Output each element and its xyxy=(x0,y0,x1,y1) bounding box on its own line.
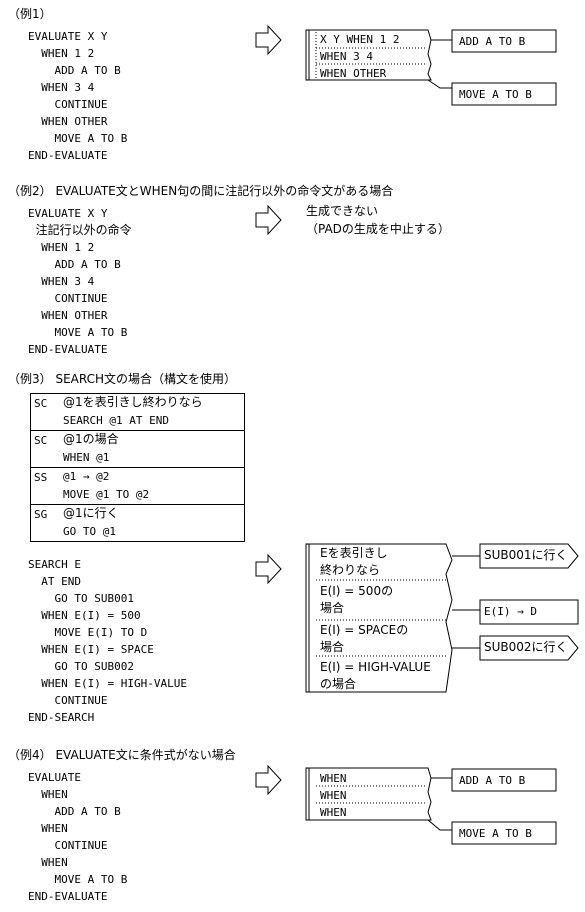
code-line: ADD A TO B xyxy=(28,805,121,818)
code-line: WHEN OTHER xyxy=(28,115,108,128)
code-line: CONTINUE xyxy=(28,694,108,707)
code-line: 注記行以外の命令 xyxy=(28,223,132,237)
pad-frame xyxy=(305,543,453,693)
code-line: WHEN xyxy=(28,788,68,801)
pad-action: E(I) → D xyxy=(484,605,537,618)
result-text: 生成できない xyxy=(306,204,379,218)
syntax-line1: @1を表引きし終わりなら xyxy=(63,395,203,409)
code-line: END-EVALUATE xyxy=(28,343,108,356)
syntax-tag: SC xyxy=(34,397,48,410)
code-line: ADD A TO B xyxy=(28,258,121,271)
syntax-tag: SG xyxy=(34,508,48,521)
code-line: WHEN xyxy=(28,856,68,869)
pad-action-box xyxy=(479,599,579,625)
pad-condition: 場合 xyxy=(320,601,345,615)
code-line: WHEN E(I) = 500 xyxy=(28,609,141,622)
pad-condition: WHEN 3 4 xyxy=(320,50,373,63)
example2-title: （例2） EVALUATE文とWHEN句の間に注記行以外の命令文がある場合 xyxy=(8,184,394,198)
arrow-icon xyxy=(255,204,282,236)
pad-condition: E(I) = 500の xyxy=(320,584,394,598)
code-line: EVALUATE xyxy=(28,771,81,784)
pad-condition: WHEN xyxy=(320,772,347,785)
example3-title: （例3） SEARCH文の場合（構文を使用） xyxy=(8,372,237,386)
pad-condition: WHEN xyxy=(320,789,347,802)
example4-title: （例4） EVALUATE文に条件式がない場合 xyxy=(8,748,236,762)
code-line: CONTINUE xyxy=(28,839,108,852)
pad-frame xyxy=(305,767,432,821)
code-line: WHEN 1 2 xyxy=(28,47,95,60)
code-line: AT END xyxy=(28,575,81,588)
code-line: MOVE E(I) TO D xyxy=(28,626,148,639)
syntax-line2: SEARCH @1 AT END xyxy=(63,414,169,427)
code-line: EVALUATE X Y xyxy=(28,207,108,220)
pad-action: ADD A TO B xyxy=(459,774,526,787)
code-line: WHEN E(I) = SPACE xyxy=(28,643,154,656)
code-line: GO TO SUB002 xyxy=(28,660,134,673)
pad-action: MOVE A TO B xyxy=(459,88,532,101)
pad-action-box xyxy=(451,821,557,845)
result-note: （PADの生成を中止する） xyxy=(306,222,450,236)
code-line: MOVE A TO B xyxy=(28,326,128,339)
pad-condition: Eを表引きし xyxy=(320,546,388,560)
syntax-row: SG @1に行く GO TO @1 xyxy=(31,505,244,541)
code-line: WHEN xyxy=(28,822,68,835)
code-line: EVALUATE X Y xyxy=(28,30,108,43)
code-line: END-EVALUATE xyxy=(28,890,108,903)
syntax-tag: SS xyxy=(34,471,48,484)
syntax-tag: SC xyxy=(34,434,48,447)
code-line: WHEN 3 4 xyxy=(28,275,95,288)
code-line: WHEN OTHER xyxy=(28,309,108,322)
code-line: END-EVALUATE xyxy=(28,149,108,162)
syntax-row: SC @1を表引きし終わりなら SEARCH @1 AT END xyxy=(31,394,244,431)
pad-action-box xyxy=(451,82,557,106)
syntax-line2: MOVE @1 TO @2 xyxy=(63,488,150,501)
syntax-line1: @1に行く xyxy=(63,506,119,520)
syntax-line2: WHEN @1 xyxy=(63,451,110,464)
pad-goto-box xyxy=(479,635,579,661)
code-line: END-SEARCH xyxy=(28,711,95,724)
pad-condition: E(I) = HIGH-VALUE xyxy=(320,660,431,674)
pad-action: SUB001に行く xyxy=(484,548,568,562)
code-line: SEARCH E xyxy=(28,558,81,571)
code-line: WHEN 1 2 xyxy=(28,241,95,254)
code-line: ADD A TO B xyxy=(28,64,121,77)
code-line: CONTINUE xyxy=(28,98,108,111)
arrow-icon xyxy=(255,764,282,796)
pad-condition: 終わりなら xyxy=(320,563,381,577)
syntax-line1: @1 → @2 xyxy=(63,470,110,483)
syntax-row: SS @1 → @2 MOVE @1 TO @2 xyxy=(31,468,244,505)
pad-condition: X Y WHEN 1 2 xyxy=(320,33,400,46)
pad-condition: 場合 xyxy=(320,640,345,654)
syntax-row: SC @1の場合 WHEN @1 xyxy=(31,431,244,468)
syntax-table: SC @1を表引きし終わりなら SEARCH @1 AT END SC @1の場… xyxy=(30,393,245,542)
syntax-line2: GO TO @1 xyxy=(63,525,116,538)
code-line: MOVE A TO B xyxy=(28,132,128,145)
pad-action-box xyxy=(451,29,557,53)
code-line: WHEN E(I) = HIGH-VALUE xyxy=(28,677,187,690)
arrow-icon xyxy=(255,553,282,585)
code-line: CONTINUE xyxy=(28,292,108,305)
pad-condition: の場合 xyxy=(320,677,357,691)
pad-condition: E(I) = SPACEの xyxy=(320,623,409,637)
example1-title: （例1） xyxy=(8,7,52,21)
syntax-line1: @1の場合 xyxy=(63,432,119,446)
code-line: WHEN 3 4 xyxy=(28,81,95,94)
pad-action: MOVE A TO B xyxy=(459,827,532,840)
pad-condition: WHEN OTHER xyxy=(320,67,387,80)
pad-frame xyxy=(305,29,432,81)
pad-action-box xyxy=(451,768,557,792)
pad-condition: WHEN xyxy=(320,806,347,819)
code-line: GO TO SUB001 xyxy=(28,592,134,605)
pad-action: ADD A TO B xyxy=(459,35,526,48)
arrow-icon xyxy=(255,24,282,56)
pad-action: SUB002に行く xyxy=(484,640,568,654)
pad-goto-box xyxy=(479,543,579,569)
code-line: MOVE A TO B xyxy=(28,873,128,886)
